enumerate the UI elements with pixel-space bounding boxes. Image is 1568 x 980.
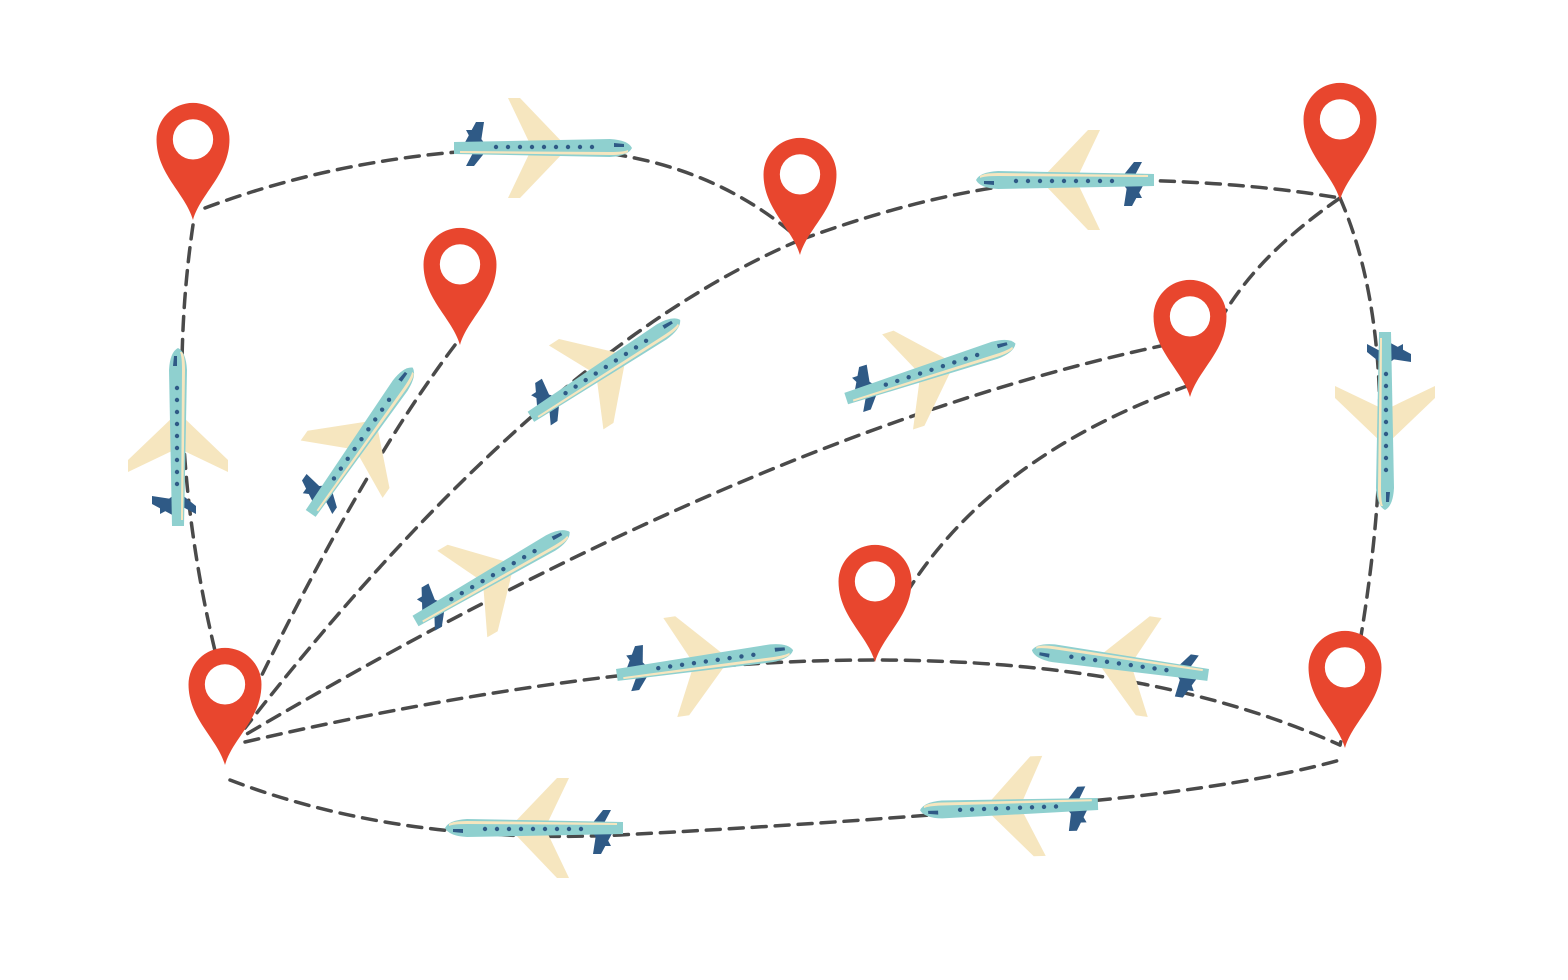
- airplane-icon: [1335, 332, 1435, 510]
- route-line: [203, 146, 802, 242]
- airplane-icon: [1024, 600, 1216, 725]
- map-pin-icon: [838, 544, 912, 662]
- airplane-icon: [390, 488, 595, 665]
- map-pin-icon: [763, 137, 837, 255]
- route-line: [228, 758, 1342, 839]
- airplane-icon: [830, 296, 1031, 447]
- airplane-icon: [269, 338, 454, 543]
- map-pin-icon: [1308, 630, 1382, 748]
- map-pin-icon: [188, 647, 262, 765]
- airplane-icon: [918, 754, 1100, 861]
- airplane-icon: [976, 130, 1154, 230]
- route-line: [238, 343, 457, 722]
- airplane-icon: [454, 98, 632, 198]
- route-line: [243, 658, 1342, 747]
- map-pin-icon: [1303, 82, 1377, 200]
- route-line: [1213, 196, 1342, 332]
- map-pin-icon: [423, 227, 497, 345]
- map-pin-icon: [1153, 279, 1227, 397]
- route-line: [243, 338, 1192, 737]
- airplane-icon: [128, 348, 228, 526]
- route-lines: [180, 146, 1382, 839]
- airplane-icon: [445, 778, 623, 878]
